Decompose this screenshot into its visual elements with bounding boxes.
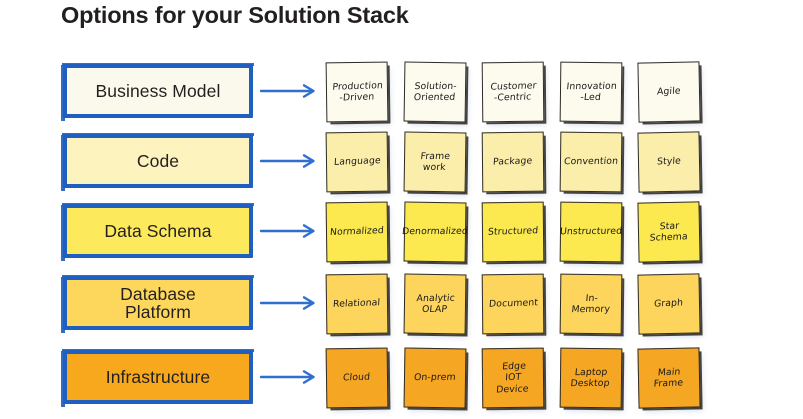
sticky-note[interactable]: Style: [637, 131, 701, 193]
sticky-note-label: On-prem: [413, 372, 457, 384]
category-label: Database Platform: [120, 283, 196, 322]
category-box[interactable]: Data Schema: [61, 203, 254, 261]
sticky-note-label: Main Frame: [653, 366, 684, 390]
sticky-note[interactable]: Cloud: [325, 347, 389, 409]
sticky-note[interactable]: Customer -Centric: [481, 61, 545, 123]
sticky-note-label: Solution- Oriented: [413, 80, 458, 104]
sticky-note[interactable]: Analytic OLAP: [403, 273, 467, 335]
sticky-note-label: Star Schema: [649, 220, 689, 244]
stack-row: Business Model Production -Driven Solution…: [0, 58, 803, 128]
sticky-note-label: Innovation -Led: [565, 80, 618, 104]
sticky-note[interactable]: Normalized: [325, 201, 389, 263]
sticky-note-label: Structured: [487, 225, 539, 239]
sticky-note[interactable]: Main Frame: [637, 347, 701, 409]
sticky-note[interactable]: Graph: [637, 273, 701, 335]
sticky-note[interactable]: In- Memory: [559, 273, 623, 335]
sticky-note-label: Customer -Centric: [490, 79, 537, 104]
category-label: Business Model: [95, 80, 221, 101]
sticky-note[interactable]: Production -Driven: [325, 61, 389, 123]
sticky-note-label: Style: [656, 155, 682, 168]
sticky-note[interactable]: Denormalized: [402, 201, 469, 263]
category-label: Code: [136, 150, 180, 171]
sticky-note[interactable]: Edge IOT Device: [481, 347, 545, 409]
sticky-note-label: Normalized: [329, 225, 385, 239]
sticky-note-label: Package: [492, 155, 534, 168]
category-label: Data Schema: [104, 220, 212, 241]
sticky-note-label: Document: [488, 297, 538, 311]
category-box[interactable]: Infrastructure: [61, 349, 254, 407]
arrow-right-icon: [259, 153, 322, 169]
sticky-note[interactable]: Relational: [325, 273, 389, 335]
sticky-note[interactable]: Laptop Desktop: [559, 347, 623, 409]
sticky-note[interactable]: Frame work: [403, 131, 467, 193]
stack-row: Database Platform Relational Analytic OLAP…: [0, 270, 803, 340]
sticky-note[interactable]: Unstructured: [559, 201, 623, 263]
sticky-note-label: Production -Driven: [331, 79, 384, 104]
category-label: Infrastructure: [105, 366, 211, 387]
sticky-note-label: Frame work: [420, 150, 451, 174]
sticky-note-label: In- Memory: [570, 292, 611, 316]
arrow-right-icon: [259, 295, 322, 311]
sticky-note-label: Unstructured: [559, 226, 623, 238]
sticky-note[interactable]: Document: [481, 273, 545, 335]
arrow-right-icon: [259, 369, 322, 385]
stack-row: Data Schema Normalized Denormalized Structu…: [0, 198, 803, 268]
sticky-note[interactable]: Innovation -Led: [559, 61, 623, 123]
sticky-note-label: Agile: [656, 85, 682, 98]
sticky-note-label: Convention: [563, 156, 619, 168]
sticky-note[interactable]: Package: [481, 131, 545, 193]
stack-row: Infrastructure Cloud On-prem Edge IOT Devic…: [0, 344, 803, 414]
sticky-note[interactable]: Structured: [481, 201, 545, 263]
page-title: Options for your Solution Stack: [61, 2, 409, 28]
sticky-note[interactable]: Star Schema: [637, 201, 701, 263]
category-box[interactable]: Database Platform: [61, 275, 254, 333]
sticky-note-label: Edge IOT Device: [495, 360, 529, 396]
sticky-note[interactable]: Agile: [637, 61, 701, 123]
arrow-right-icon: [259, 223, 322, 239]
sticky-note-label: Relational: [333, 297, 381, 311]
sticky-note[interactable]: Language: [325, 131, 389, 193]
sticky-note-label: Laptop Desktop: [570, 366, 611, 390]
sticky-note-label: Language: [333, 155, 381, 169]
sticky-note-label: Denormalized: [401, 226, 469, 238]
category-box[interactable]: Code: [61, 133, 254, 191]
sticky-note[interactable]: Convention: [559, 131, 623, 193]
sticky-note-label: Cloud: [343, 371, 371, 384]
sticky-note[interactable]: Solution- Oriented: [403, 61, 467, 123]
category-box[interactable]: Business Model: [61, 63, 254, 121]
stack-row: Code Language Frame work Package Convention S…: [0, 128, 803, 198]
sticky-note-label: Graph: [654, 297, 684, 310]
sticky-note[interactable]: On-prem: [403, 347, 467, 409]
arrow-right-icon: [259, 83, 322, 99]
sticky-note-label: Analytic OLAP: [415, 292, 456, 316]
